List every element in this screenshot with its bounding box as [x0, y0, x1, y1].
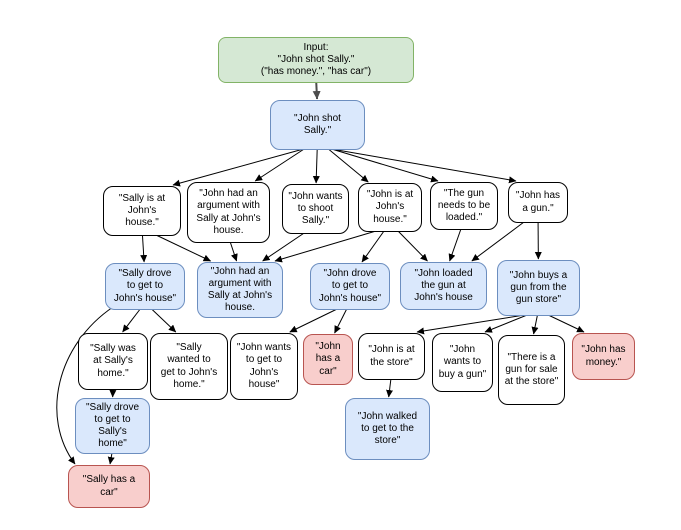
edge-john_drove_johns-to-wants_get_johns	[289, 308, 338, 333]
node-john-wants-to-get-to-johns-house: "John wants to get to John's house"	[230, 333, 298, 400]
node-gun-needs-to-be-loaded: "The gun needs to be loaded."	[430, 182, 498, 230]
edge-buys_gun-to-gun_for_sale	[531, 314, 539, 335]
edge-buys_gun-to-wants_buy_gun	[484, 314, 528, 333]
edge-john_at_johns-to-john_drove_johns	[361, 230, 385, 263]
node-john-shot-sally: "John shot Sally."	[270, 100, 365, 150]
node-sally-was-at-sallys-home: "Sally was at Sally's home."	[78, 333, 148, 390]
node-john-wants-to-shoot-sally: "John wants to shoot Sally."	[282, 184, 349, 234]
edge-sally_drove_johns-to-sally_wanted	[151, 308, 177, 333]
node-john-is-at-johns-house: "John is at John's house."	[358, 183, 422, 232]
edge-root-to-gun_loaded	[331, 148, 439, 183]
edge-gun_loaded-to-loaded_gun	[448, 228, 462, 262]
node-john-walked-to-the-store: "John walked to get to the store"	[345, 398, 430, 460]
edge-buys_gun-to-john_at_store	[416, 314, 525, 335]
edge-sally_drove_johns-to-sally_was_home	[122, 308, 141, 333]
node-john-had-argument-result: "John had an argument with Sally at John…	[197, 262, 283, 318]
node-john-loaded-the-gun: "John loaded the gun at John's house	[400, 262, 487, 310]
node-john-has-a-gun: "John has a gun."	[508, 182, 568, 223]
edge-sally_drove_home-to-sally_has_car	[107, 452, 115, 465]
node-gun-for-sale-at-store: "There is a gun for sale at the store"	[498, 335, 565, 405]
edge-root-to-argument_plan	[254, 148, 305, 182]
node-sally-has-a-car: "Sally has a car"	[68, 465, 150, 508]
node-john-wants-to-buy-a-gun: "John wants to buy a gun"	[432, 333, 493, 392]
edge-root-to-wants_shoot	[312, 148, 320, 184]
node-input: Input: "John shot Sally." ("has money.",…	[218, 37, 414, 83]
node-sally-wanted-to-get-to-johns-home: "Sally wanted to get to John's home."	[150, 333, 228, 400]
node-john-is-at-the-store: "John is at the store"	[358, 333, 425, 380]
edge-john_at_johns-to-argument_result	[274, 230, 377, 263]
node-john-drove-to-johns-house: "John drove to get to John's house"	[310, 263, 390, 310]
node-sally-drove-to-johns-house: "Sally drove to get to John's house"	[105, 263, 185, 310]
node-john-had-argument-plan: "John had an argument with Sally at John…	[187, 182, 270, 243]
edge-root-to-sally_at_johns	[172, 148, 304, 187]
edge-root-to-john_at_johns	[328, 148, 369, 183]
edge-john_at_store-to-john_walked_store	[386, 378, 394, 398]
edge-root-to-has_gun	[331, 148, 517, 184]
edge-john_drove_johns-to-john_has_car	[334, 308, 348, 334]
node-john-has-money: "John has money."	[572, 333, 635, 380]
edge-input-to-root	[312, 81, 321, 100]
node-sally-drove-to-sallys-home: "Sally drove to get to Sally's home"	[75, 398, 150, 454]
edge-argument_plan-to-argument_result	[229, 241, 238, 262]
node-john-buys-a-gun: "John buys a gun from the gun store"	[497, 260, 580, 316]
edge-buys_gun-to-john_has_money	[548, 314, 585, 333]
edge-sally_at_johns-to-sally_drove_johns	[140, 234, 148, 263]
node-sally-is-at-johns-house: "Sally is at John's house."	[103, 186, 181, 236]
node-john-has-a-car: "John has a car"	[303, 334, 353, 385]
edge-john_at_johns-to-loaded_gun	[397, 230, 428, 262]
